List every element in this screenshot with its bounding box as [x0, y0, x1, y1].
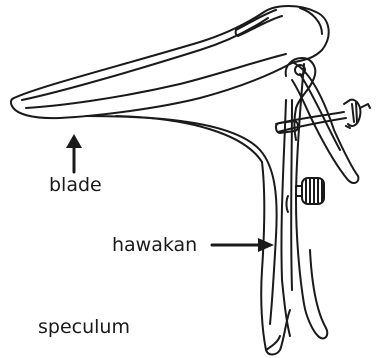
handle-left [86, 116, 277, 324]
blade-arrow [66, 134, 82, 172]
upper-lever [286, 58, 316, 140]
blade-label: blade [49, 176, 102, 195]
upper-blade [11, 6, 329, 118]
handle-arrow [212, 238, 274, 252]
handle-label: hawakan [112, 236, 197, 255]
caption-label: speculum [38, 318, 130, 337]
